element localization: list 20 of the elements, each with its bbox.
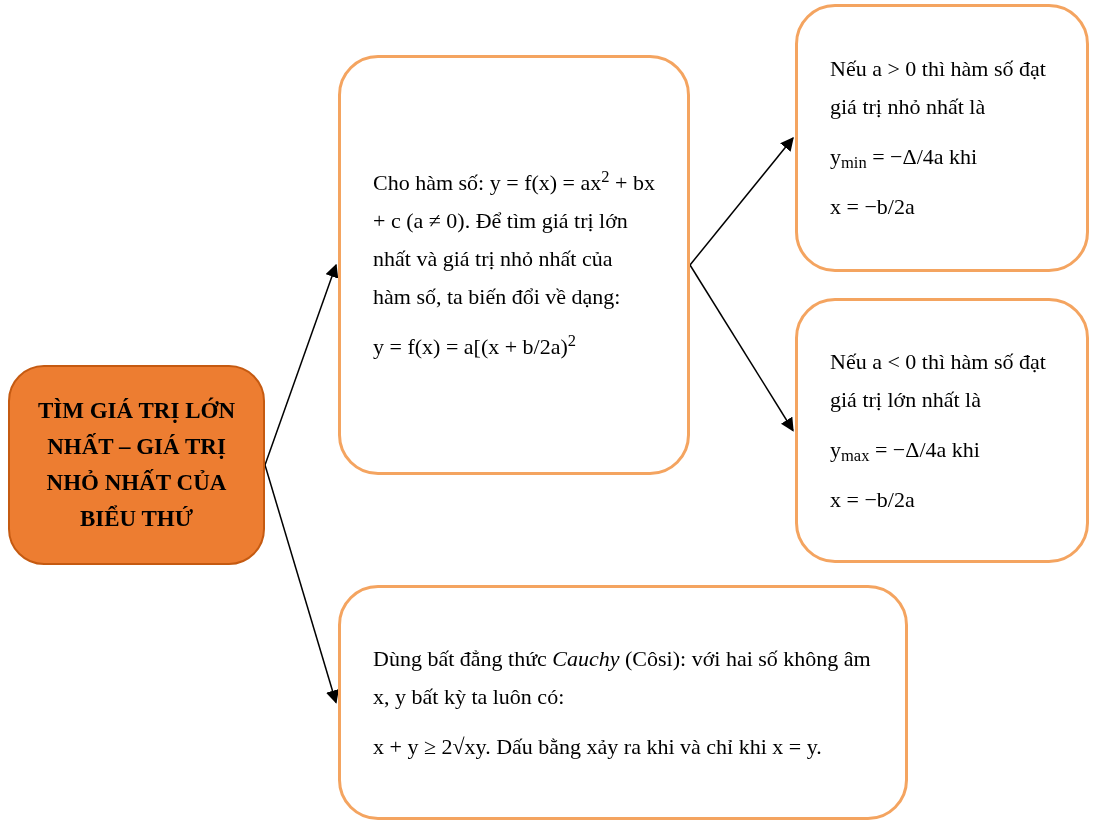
formula-text: x = −b/2a xyxy=(830,193,916,221)
description-text: Nếu a > 0 thì hàm số đạt giá trị nhỏ nhất là xyxy=(830,55,1047,121)
arrow xyxy=(689,136,794,266)
content-box xyxy=(338,585,908,820)
content-box xyxy=(795,298,1089,563)
formula-text: y$_{max}$ = −Δ/4a khi xyxy=(830,435,981,467)
description-text: Nếu a < 0 thì hàm số đạt giá trị lớn nhất là xyxy=(830,347,1047,414)
formula-text: x = −b/2a xyxy=(830,485,916,514)
arrow xyxy=(264,464,339,704)
topic-text: TÌM GIÁ TRỊ LỚN NHẤT – GIÁ TRỊ NHỎ NHẤT CỦA BIỂU THỨ xyxy=(37,396,236,533)
formula-text: y$_{min}$ = −Δ/4a khi xyxy=(830,143,979,175)
arrow xyxy=(264,263,339,466)
description-text: Cho hàm số: y = f(x) = ax$^{2}$ + bx + c (a ≠ 0). Để tìm giá trị lớn nhất và giá trị nhỏ nhất của hàm số, ta biến đổi về dạng: xyxy=(373,165,655,311)
topic-box xyxy=(8,365,265,565)
formula-text: y = f(x) = a[(x + b/2a)$^{2}$ xyxy=(373,329,578,361)
content-box xyxy=(795,4,1089,272)
description-text: Dùng bất đẳng thức Cauchy (Côsi): với hai số không âm x, y bất kỳ ta luôn có: xyxy=(373,644,872,711)
arrow xyxy=(689,264,794,432)
formula-text: x + y ≥ 2√xy. Dấu bằng xảy ra khi và chỉ khi x = y. xyxy=(373,732,823,761)
content-box xyxy=(338,55,690,475)
